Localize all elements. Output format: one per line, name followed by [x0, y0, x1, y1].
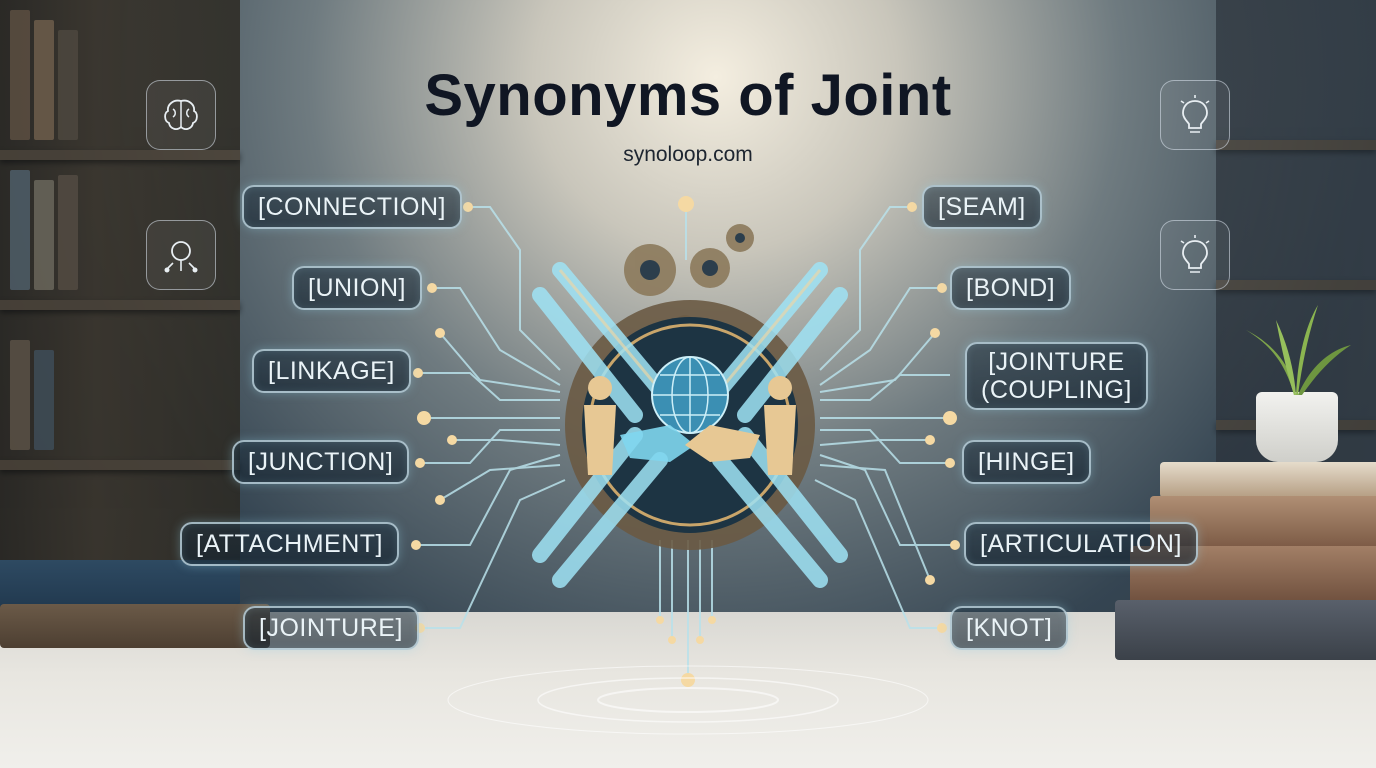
synonym-label-line2: (COUPLING] — [981, 376, 1132, 404]
page-title: Synonyms of Joint — [424, 63, 952, 128]
synonym-label: [ATTACHMENT] — [196, 529, 384, 558]
book-stack-left-lower — [0, 604, 270, 648]
synonym-label: [KNOT] — [966, 613, 1053, 642]
bookshelf-left — [0, 0, 240, 560]
synonym-label: [UNION] — [308, 273, 406, 302]
synonym-label: [HINGE] — [978, 447, 1075, 476]
lightbulb-icon — [1160, 220, 1230, 290]
synonym-linkage: [LINKAGE] — [252, 349, 411, 393]
synonym-label: [LINKAGE] — [268, 356, 395, 385]
synonym-label: [SEAM] — [938, 192, 1026, 221]
lightbulb-icon — [1160, 80, 1230, 150]
synonym-label: [JOINTURE] — [259, 613, 403, 642]
brain-icon — [146, 80, 216, 150]
site-url: synoloop.com — [623, 143, 753, 166]
synonym-label: [BOND] — [966, 273, 1056, 302]
synonym-jointure: [JOINTURE] — [243, 606, 419, 650]
plant-leaves-icon — [1246, 305, 1351, 395]
handshake-chain-icon — [532, 224, 848, 588]
synonym-union: [UNION] — [292, 266, 422, 310]
synonym-articulation: [ARTICULATION] — [964, 522, 1198, 566]
synonym-label-line1: [JOINTURE — [988, 348, 1125, 376]
synonym-bond: [BOND] — [950, 266, 1072, 310]
synonym-connection: [CONNECTION] — [242, 185, 462, 229]
synonym-label: [CONNECTION] — [258, 192, 446, 221]
synonym-label: [JUNCTION] — [248, 447, 394, 476]
book-stack-left — [0, 560, 240, 606]
synonym-jointure-coupling: [JOINTURE (COUPLING] — [965, 342, 1148, 410]
synonym-knot: [KNOT] — [950, 606, 1069, 650]
book-stack-right — [1160, 462, 1376, 498]
book-stack-right-4 — [1115, 600, 1376, 660]
magnifier-network-icon — [146, 220, 216, 290]
synonym-seam: [SEAM] — [922, 185, 1042, 229]
synonym-attachment: [ATTACHMENT] — [180, 522, 400, 566]
synonym-label: [ARTICULATION] — [980, 529, 1182, 558]
plant-pot — [1256, 392, 1338, 462]
synonym-junction: [JUNCTION] — [232, 440, 410, 484]
synonym-hinge: [HINGE] — [962, 440, 1091, 484]
